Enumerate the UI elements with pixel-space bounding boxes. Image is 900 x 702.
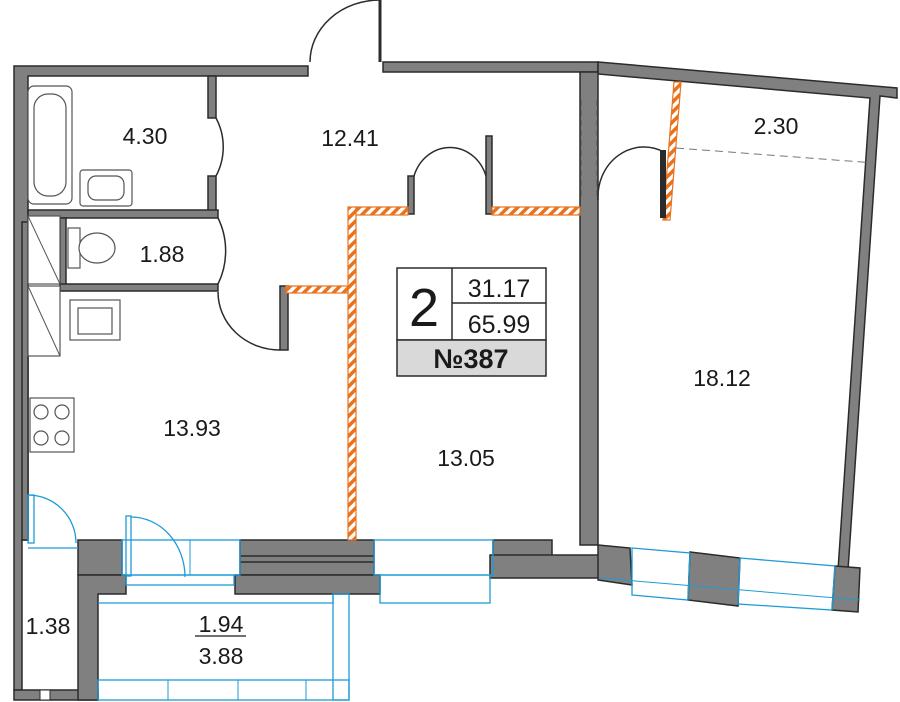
apartment-number: №387 [433,344,508,374]
rooms-count: 2 [409,278,439,338]
room-area-closet: 2.30 [754,113,799,139]
stove-icon [29,397,75,453]
wardrobe-icon [27,215,61,357]
room-area-living-room: 18.12 [693,365,751,391]
bathtub-icon [27,85,73,205]
living-area: 31.17 [468,275,531,303]
outer-walls [13,61,898,701]
toilet-icon [67,227,116,269]
room-area-storage: 1.38 [26,613,71,639]
room-area-bathroom: 4.30 [123,123,168,149]
interior-walls [27,75,876,541]
room-area-wc: 1.88 [140,241,185,267]
room-area-hallway: 12.41 [321,125,379,151]
windows [27,494,861,701]
sink-icon [79,169,133,207]
kitchen-sink-icon [69,299,121,341]
room-area-kitchen: 13.93 [163,415,221,441]
room-area-balcony: 1.94 [199,611,244,637]
room-area-bedroom: 13.05 [437,445,495,471]
room-area-balcony-full: 3.88 [199,643,244,669]
entrance-door [309,0,382,63]
total-area: 65.99 [468,311,531,339]
apartment-summary: 2 31.17 65.99 №387 [396,267,547,377]
